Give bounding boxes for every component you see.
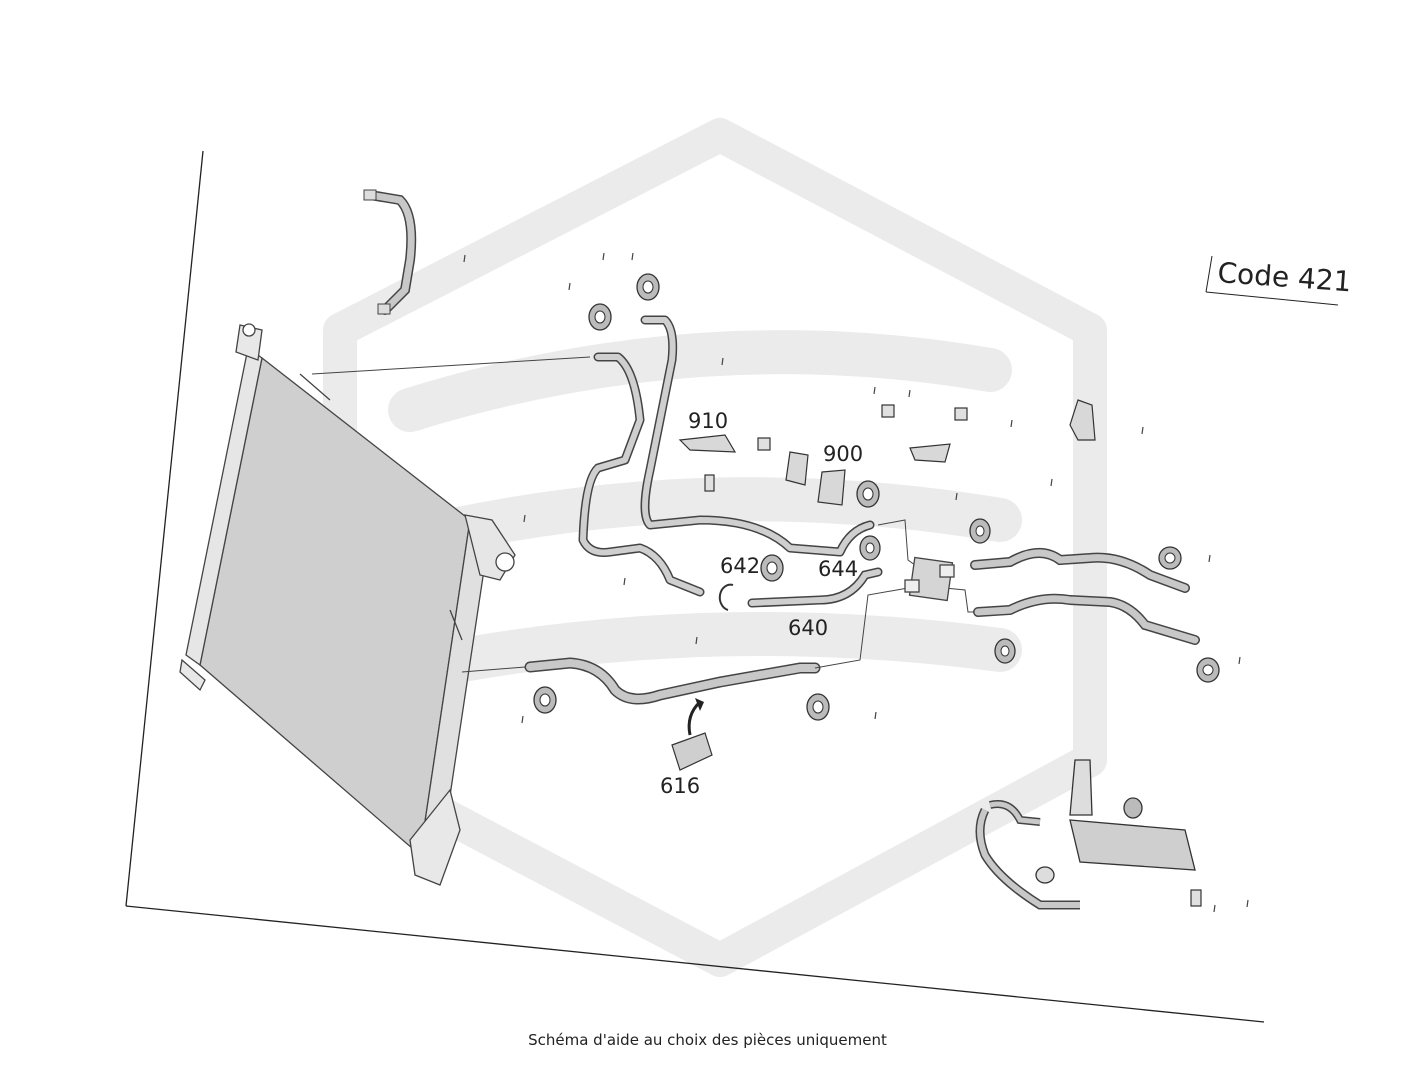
seal-ring-holes [539, 280, 1214, 714]
hose-right-upper [970, 548, 1190, 593]
hose-upper-left [363, 189, 417, 315]
caption: Schéma d'aide au choix des pièces unique… [528, 1031, 887, 1049]
label-900: 900 [823, 442, 863, 466]
connector-lines [814, 519, 975, 669]
code-label: Code 421 [1217, 256, 1353, 298]
pipe-640 [747, 567, 883, 608]
part-labels: 910 900 642 644 640 616 [660, 409, 863, 798]
leader-line [461, 666, 526, 673]
brackets [678, 399, 1096, 506]
bolts [704, 404, 1202, 907]
label-644: 644 [818, 557, 858, 581]
radiator [179, 323, 516, 886]
diagram-frame [125, 150, 1265, 1023]
circlip [718, 583, 734, 611]
label-642: 642 [720, 554, 760, 578]
pipe-loop-a [578, 352, 705, 597]
leader-line [311, 356, 591, 375]
sleeve-616 [671, 698, 713, 771]
valve-block [904, 556, 955, 602]
auxiliary-cooler [975, 759, 1196, 910]
tick-marks [463, 252, 1249, 913]
label-616: 616 [660, 774, 700, 798]
pipe-loop-b [640, 315, 875, 557]
label-910: 910 [688, 409, 728, 433]
hose-right-lower [973, 593, 1200, 645]
label-640: 640 [788, 616, 828, 640]
code-stamp: Code 421 [1205, 255, 1353, 306]
hose-lower [524, 657, 821, 705]
